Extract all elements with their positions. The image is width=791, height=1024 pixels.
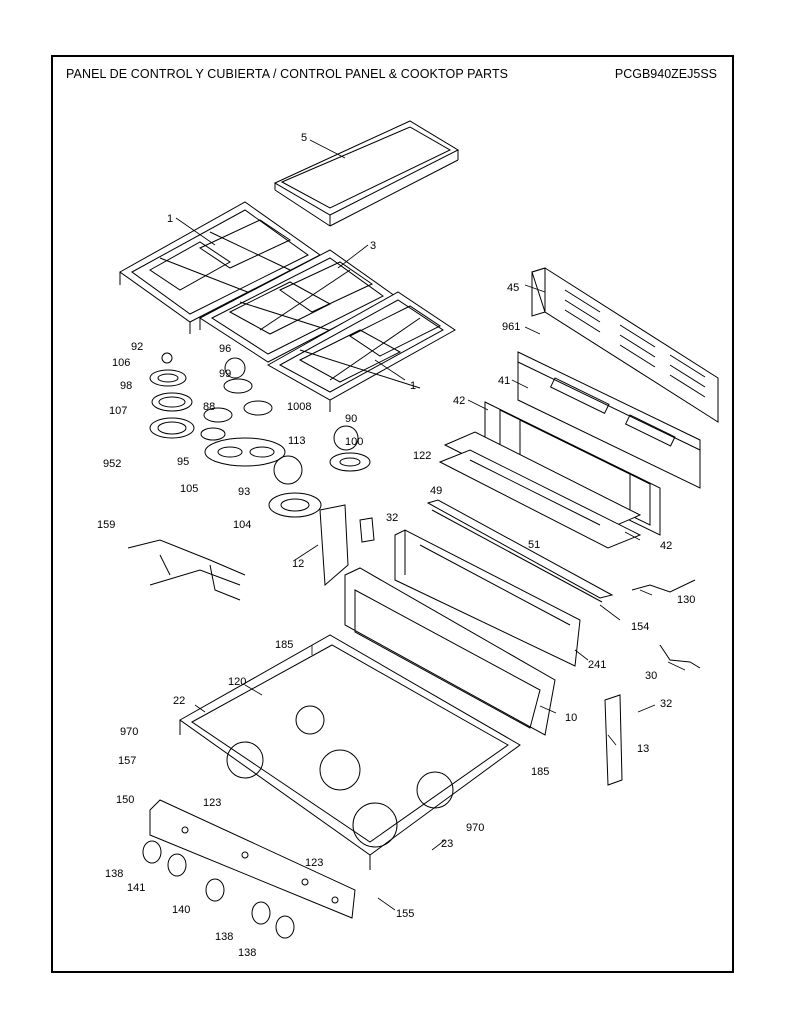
- callout-label: 970: [466, 822, 484, 834]
- callout-label: 123: [203, 797, 221, 809]
- diagram-frame: [51, 55, 734, 973]
- callout-label: 42: [660, 540, 672, 552]
- callout-label: 155: [396, 908, 414, 920]
- trim-strip: [426, 499, 614, 603]
- callout-label: 45: [507, 282, 519, 294]
- callout-label: 1: [410, 380, 416, 392]
- burner-parts-left: [149, 352, 371, 518]
- callout-label: 49: [430, 485, 442, 497]
- side-bracket-right: [604, 694, 623, 786]
- side-bracket-left: [319, 504, 349, 587]
- callout-label: 41: [498, 375, 510, 387]
- wire-harness-right: [631, 579, 701, 669]
- manifold-panel: [149, 799, 356, 919]
- callout-label: 141: [127, 882, 145, 894]
- callout-label: 23: [441, 838, 453, 850]
- callout-label: 96: [219, 343, 231, 355]
- callout-labels: 5 1 3 1 45 961 41 42 92 96 106 99 98 88 …: [97, 132, 695, 959]
- callout-label: 30: [645, 670, 657, 682]
- callout-label: 952: [103, 458, 121, 470]
- callout-label: 150: [116, 794, 134, 806]
- callout-label: 122: [413, 450, 431, 462]
- control-panel-backguard: [394, 529, 581, 667]
- callout-label: 185: [275, 639, 293, 651]
- model-number: PCGB940ZEJ5SS: [614, 67, 717, 81]
- callout-label: 98: [120, 380, 132, 392]
- callout-label: 42: [453, 395, 465, 407]
- callout-label: 92: [131, 341, 143, 353]
- callout-label: 88: [203, 401, 215, 413]
- callout-label: 123: [305, 857, 323, 869]
- callout-label: 3: [370, 240, 376, 252]
- callout-label: 105: [180, 483, 198, 495]
- callout-label: 1: [167, 213, 173, 225]
- callout-label: 13: [637, 743, 649, 755]
- callout-label: 104: [233, 519, 251, 531]
- callout-label: 138: [215, 931, 233, 943]
- callout-label: 32: [660, 698, 672, 710]
- back-panel: [531, 267, 719, 423]
- callout-label: 22: [173, 695, 185, 707]
- callout-label: 5: [301, 132, 307, 144]
- cooktop-main: [179, 634, 521, 870]
- callout-label: 12: [292, 558, 304, 570]
- callout-label: 10: [565, 712, 577, 724]
- grate-right: [266, 291, 456, 412]
- callout-label: 107: [109, 405, 127, 417]
- callout-label: 100: [345, 436, 363, 448]
- callout-label: 1008: [287, 401, 311, 413]
- callout-label: 51: [528, 539, 540, 551]
- rear-frame: [484, 401, 661, 536]
- callout-label: 99: [219, 368, 231, 380]
- callout-label: 138: [238, 947, 256, 959]
- callout-label: 113: [288, 435, 306, 447]
- callout-label: 961: [502, 321, 520, 333]
- cooktop-glass: [344, 567, 556, 736]
- callout-label: 140: [172, 904, 190, 916]
- callout-label: 120: [228, 676, 246, 688]
- grate-left: [119, 201, 321, 334]
- callout-label: 970: [120, 726, 138, 738]
- wire-harness: [127, 539, 246, 601]
- callout-label: 90: [345, 413, 357, 425]
- callout-label: 130: [677, 594, 695, 606]
- callout-label: 106: [112, 357, 130, 369]
- callout-label: 138: [105, 868, 123, 880]
- leader-lines: [175, 139, 686, 911]
- callout-label: 32: [386, 512, 398, 524]
- heat-shield: [438, 431, 642, 549]
- callout-label: 241: [588, 659, 606, 671]
- griddle-part: [273, 120, 460, 227]
- callout-label: 159: [97, 519, 115, 531]
- page-title: PANEL DE CONTROL Y CUBIERTA / CONTROL PA…: [66, 67, 509, 81]
- callout-label: 93: [238, 486, 250, 498]
- knobs: [142, 840, 295, 939]
- rear-support: [517, 351, 701, 489]
- callout-label: 185: [531, 766, 549, 778]
- callout-label: 95: [177, 456, 189, 468]
- callout-label: 157: [118, 755, 136, 767]
- hinge-32: [359, 517, 375, 543]
- callout-label: 154: [631, 621, 649, 633]
